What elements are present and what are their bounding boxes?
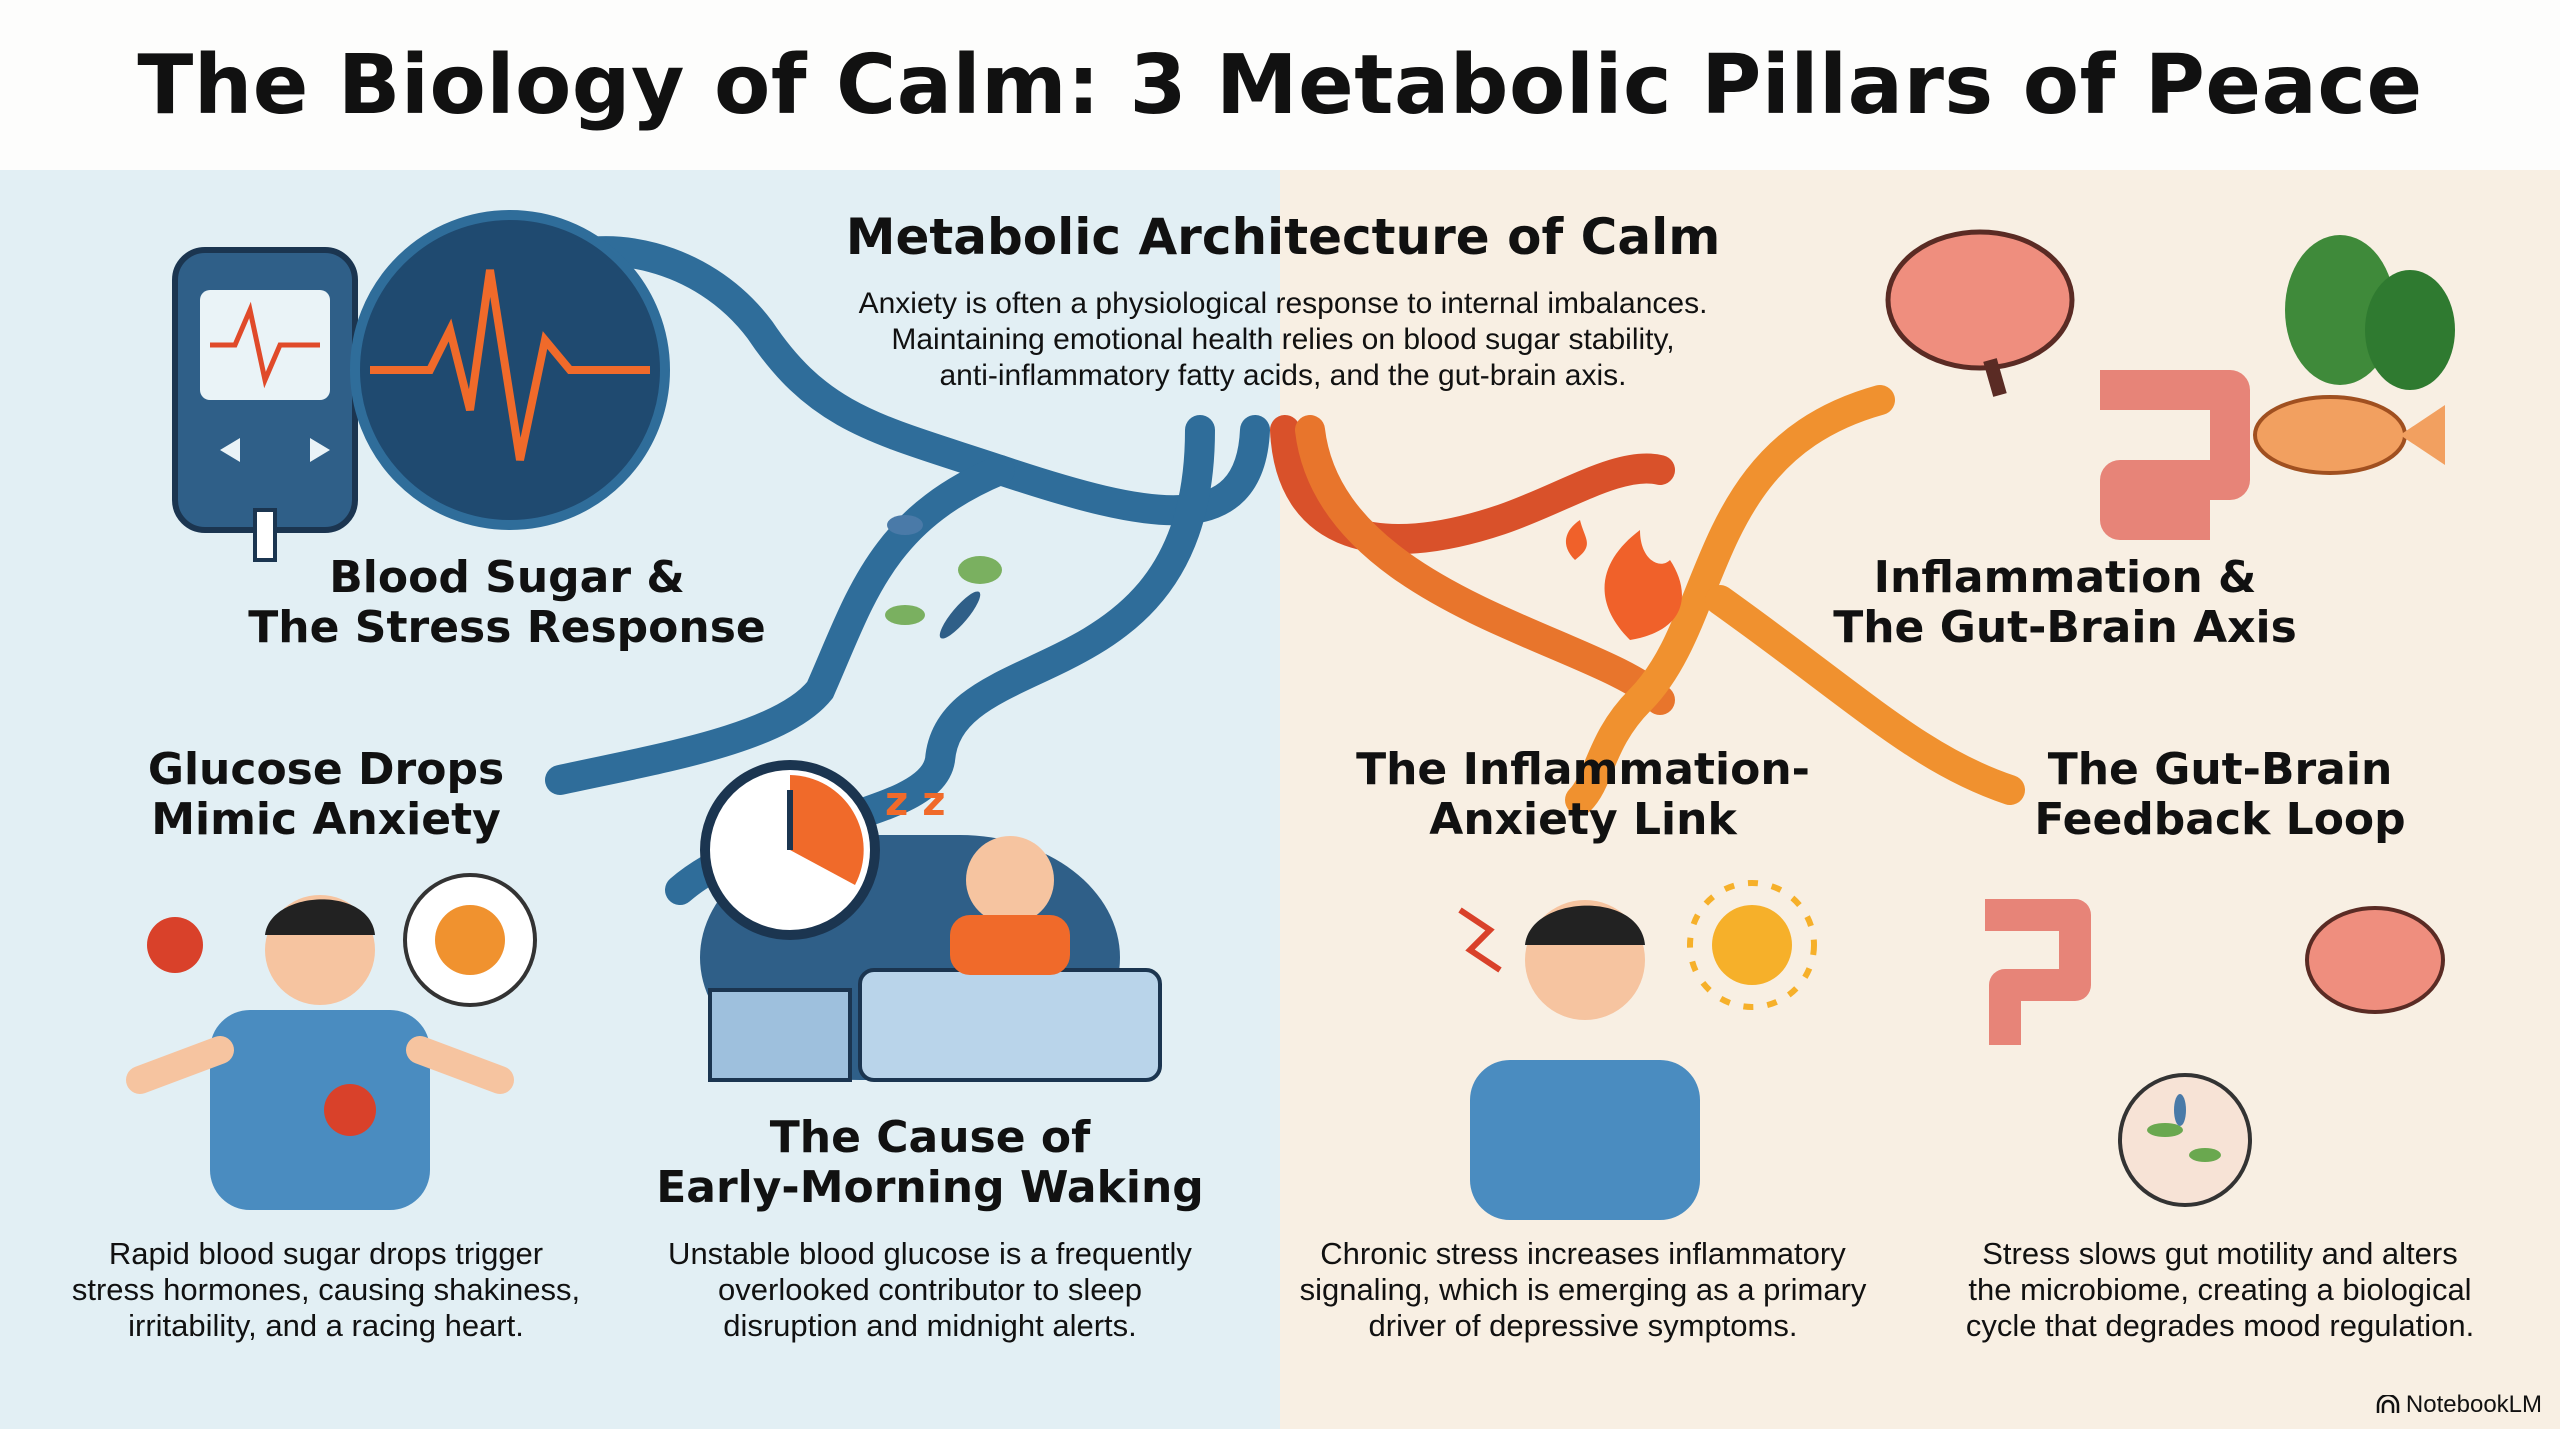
body-line: the microbiome, creating a biological (1968, 1272, 2472, 1307)
pillar-heading-line: The Stress Response (248, 602, 766, 653)
section-heading-line: Mimic Anxiety (151, 794, 501, 845)
orange-branch-paths (1270, 385, 2025, 815)
pillar-heading-inflammation: Inflammation & The Gut-Brain Axis (1833, 553, 2297, 653)
section-heading-line: Glucose Drops (147, 744, 505, 795)
lightning-icon (1458, 907, 1502, 973)
body-line: irritability, and a racing heart. (128, 1308, 524, 1343)
intro-line: Maintaining emotional health relies on b… (891, 323, 1675, 356)
body-line: disruption and midnight alerts. (723, 1308, 1137, 1343)
fish-icon (2253, 395, 2445, 475)
pillar-heading-blood-sugar: Blood Sugar & The Stress Response (248, 553, 765, 653)
body-line: signaling, which is emerging as a primar… (1299, 1272, 1867, 1307)
body-line: Stress slows gut motility and alters (1982, 1236, 2458, 1271)
pillar-heading-line: Inflammation & (1873, 552, 2257, 603)
glucose-meter-icon (172, 247, 358, 562)
section-heading-inflammation-link: The Inflammation- Anxiety Link (1356, 745, 1810, 845)
clock-icon (700, 760, 880, 940)
body-line: cycle that degrades mood regulation. (1965, 1308, 2475, 1343)
section-heading-line: The Cause of (769, 1112, 1091, 1163)
center-intro: Anxiety is often a physiological respons… (859, 286, 1708, 394)
brand-label: NotebookLM (2405, 1391, 2542, 1418)
small-brain-icon (2305, 906, 2445, 1014)
section-heading-line: Anxiety Link (1429, 794, 1737, 845)
body-line: overlooked contributor to sleep (718, 1272, 1142, 1307)
intro-line: anti-inflammatory fatty acids, and the g… (939, 359, 1627, 392)
pillar-heading-line: The Gut-Brain Axis (1833, 602, 2297, 653)
page-title: The Biology of Calm: 3 Metabolic Pillars… (137, 38, 2423, 133)
section-heading-line: Feedback Loop (2034, 794, 2406, 845)
headache-person-icon (1470, 900, 1700, 1220)
section-heading-line: The Gut-Brain (2047, 744, 2393, 795)
leafy-greens-icon (2285, 235, 2455, 390)
notebooklm-logo-icon (2376, 1395, 2400, 1413)
section-body-gut-brain: Stress slows gut motility and alters the… (1966, 1236, 2474, 1344)
body-line: driver of depressive symptoms. (1368, 1308, 1798, 1343)
angry-thought-bubble-icon (403, 873, 537, 1007)
body-line: Chronic stress increases inflammatory (1320, 1236, 1846, 1271)
heart-icon (147, 917, 376, 1136)
title-band (0, 0, 2560, 170)
body-line: stress hormones, causing shakiness, (71, 1272, 581, 1307)
section-body-waking: Unstable blood glucose is a frequently o… (668, 1236, 1192, 1344)
body-line: Unstable blood glucose is a frequently (668, 1236, 1192, 1271)
center-heading: Metabolic Architecture of Calm (845, 208, 1721, 266)
bacteria-icon (885, 515, 1002, 639)
section-heading-line: Early-Morning Waking (656, 1162, 1204, 1213)
flame-icon (1565, 520, 1682, 640)
anxious-person-icon (126, 895, 514, 1210)
section-heading-glucose: Glucose Drops Mimic Anxiety (148, 745, 504, 845)
pillar-heading-line: Blood Sugar & (329, 552, 685, 603)
bed-icon (700, 835, 1162, 1082)
section-heading-line: The Inflammation- (1356, 744, 1810, 795)
intestine-icon (2100, 370, 2250, 540)
section-body-glucose: Rapid blood sugar drops trigger stress h… (72, 1236, 580, 1344)
body-line: Rapid blood sugar drops trigger (108, 1236, 544, 1271)
small-intestine-icon (1985, 899, 2091, 1045)
section-body-inflammation-link: Chronic stress increases inflammatory si… (1300, 1236, 1867, 1344)
heartbeat-monitor-icon (350, 210, 670, 530)
notebooklm-brand: NotebookLM (2376, 1391, 2542, 1419)
section-heading-gut-brain: The Gut-Brain Feedback Loop (2034, 745, 2405, 845)
section-heading-waking: The Cause of Early-Morning Waking (656, 1113, 1204, 1213)
intro-line: Anxiety is often a physiological respons… (858, 287, 1708, 320)
sleep-z-icon: z z (885, 779, 946, 825)
brain-icon (1885, 229, 2075, 397)
microbiome-icon (2118, 1073, 2252, 1207)
sun-icon (1687, 880, 1817, 1010)
